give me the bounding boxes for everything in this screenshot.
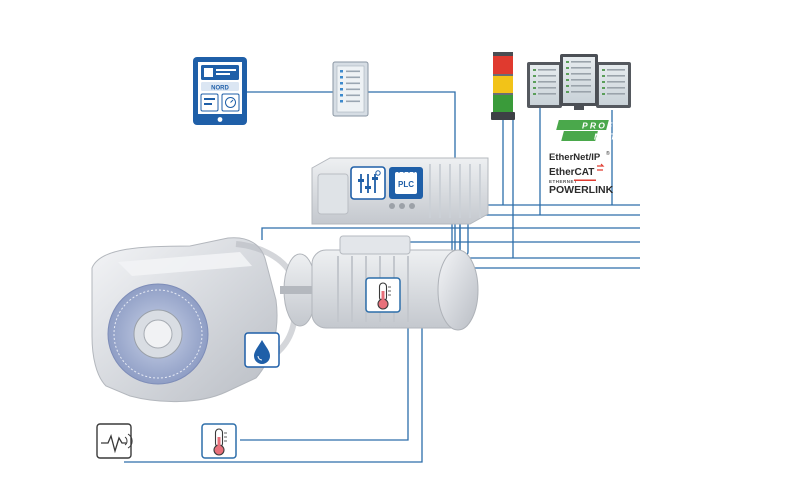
plc-icon[interactable]: PLC (389, 167, 423, 199)
tablet-icon[interactable]: NORD (193, 57, 247, 125)
plc-label: PLC (398, 180, 414, 189)
ethernet-ip-logo: EtherNet/IP ® (549, 150, 610, 163)
ethercat-label: EtherCAT (549, 167, 594, 178)
thermometer-icon[interactable] (365, 277, 401, 313)
gearbox (91, 237, 317, 403)
frequency-inverter-icon[interactable] (350, 166, 386, 200)
powerlink-label: POWERLINK (549, 184, 614, 196)
oil-drop-icon[interactable] (244, 332, 280, 368)
ethernet-ip-label: EtherNet/IP (549, 152, 601, 163)
gear-thermometer-icon[interactable] (201, 423, 237, 459)
profinet-line2: NET (594, 132, 618, 142)
ethernet-ip-mark: ® (606, 150, 610, 157)
vibration-sensor-icon[interactable] (96, 423, 133, 459)
signal-tower-icon (491, 52, 515, 120)
powerlink-small-label: ETHERNET (549, 179, 577, 184)
monitor-stack-icon (527, 54, 631, 110)
ethercat-logo: EtherCAT (549, 163, 605, 178)
profinet-logo: PROFI NET (556, 120, 619, 142)
tablet-brand-label: NORD (211, 86, 229, 92)
display-panel-icon[interactable] (332, 61, 369, 117)
powerlink-logo: ETHERNET POWERLINK (549, 179, 614, 196)
profinet-line1: PROFI (582, 121, 619, 131)
